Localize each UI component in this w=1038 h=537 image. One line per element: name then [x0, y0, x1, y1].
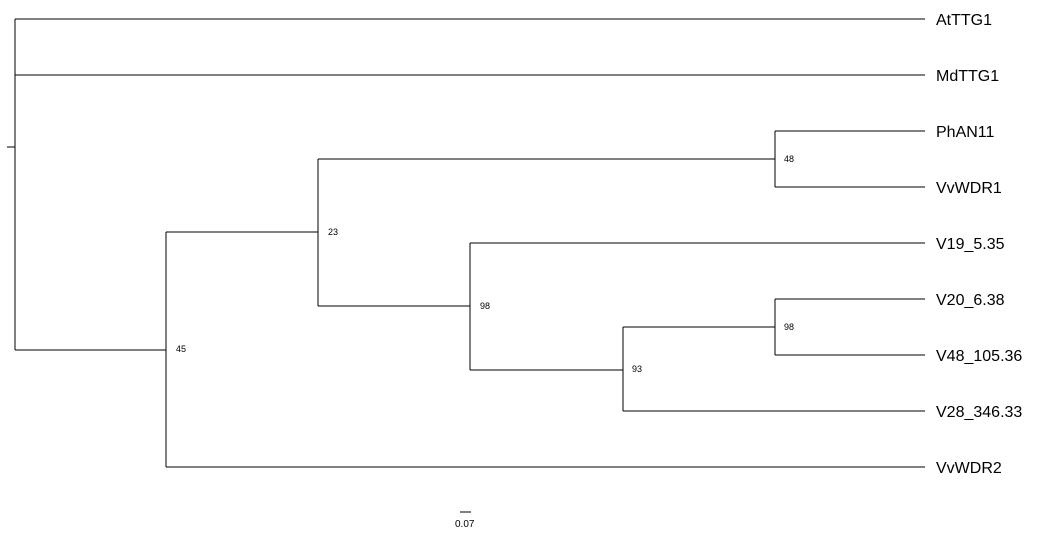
leaf-label-v28: V28_346.33 — [936, 404, 1022, 421]
support-value-node-45: 45 — [176, 344, 186, 354]
leaf-label-attg1: AtTTG1 — [936, 12, 992, 29]
leaf-label-phan11: PhAN11 — [936, 124, 995, 141]
leaf-label-v48: V48_105.36 — [936, 348, 1022, 365]
support-value-node-98b: 98 — [784, 322, 794, 332]
leaf-label-v19: V19_5.35 — [936, 236, 1005, 253]
support-value-node-23: 23 — [328, 227, 338, 237]
leaf-label-vvwdr1: VvWDR1 — [936, 180, 1002, 197]
leaf-label-vvwdr2: VvWDR2 — [936, 460, 1002, 477]
leaf-label-mdttg1: MdTTG1 — [936, 68, 999, 85]
support-value-node-93: 93 — [632, 364, 642, 374]
leaf-label-v20: V20_6.38 — [936, 292, 1005, 309]
support-value-node-48: 48 — [784, 154, 794, 164]
scale-bar-label: 0.07 — [455, 519, 475, 530]
support-value-node-98a: 98 — [480, 301, 490, 311]
